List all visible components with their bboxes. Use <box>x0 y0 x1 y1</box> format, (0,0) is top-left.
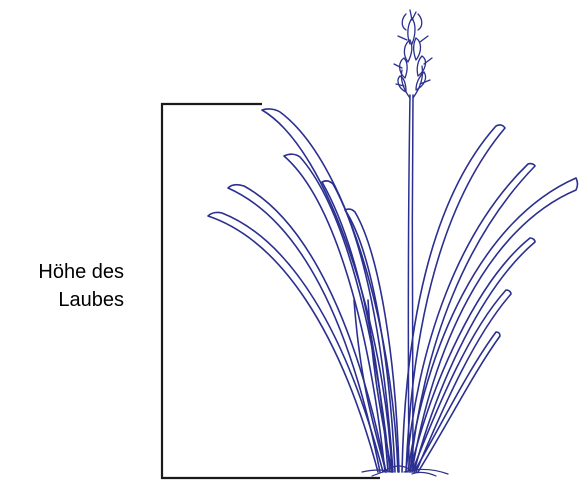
foliage-height-label-line-2: Laubes <box>0 287 124 313</box>
leaf-blade <box>208 212 383 472</box>
flower-head <box>394 10 432 98</box>
leaf-blade <box>322 181 393 472</box>
height-bracket <box>162 104 380 478</box>
leaf-blade <box>408 178 578 472</box>
grass-plant <box>208 10 578 476</box>
leaf-blade <box>406 164 535 472</box>
leaf-blade <box>410 238 535 472</box>
foliage-height-label-line-1: Höhe des <box>0 259 124 285</box>
ground-tuft <box>362 466 448 476</box>
